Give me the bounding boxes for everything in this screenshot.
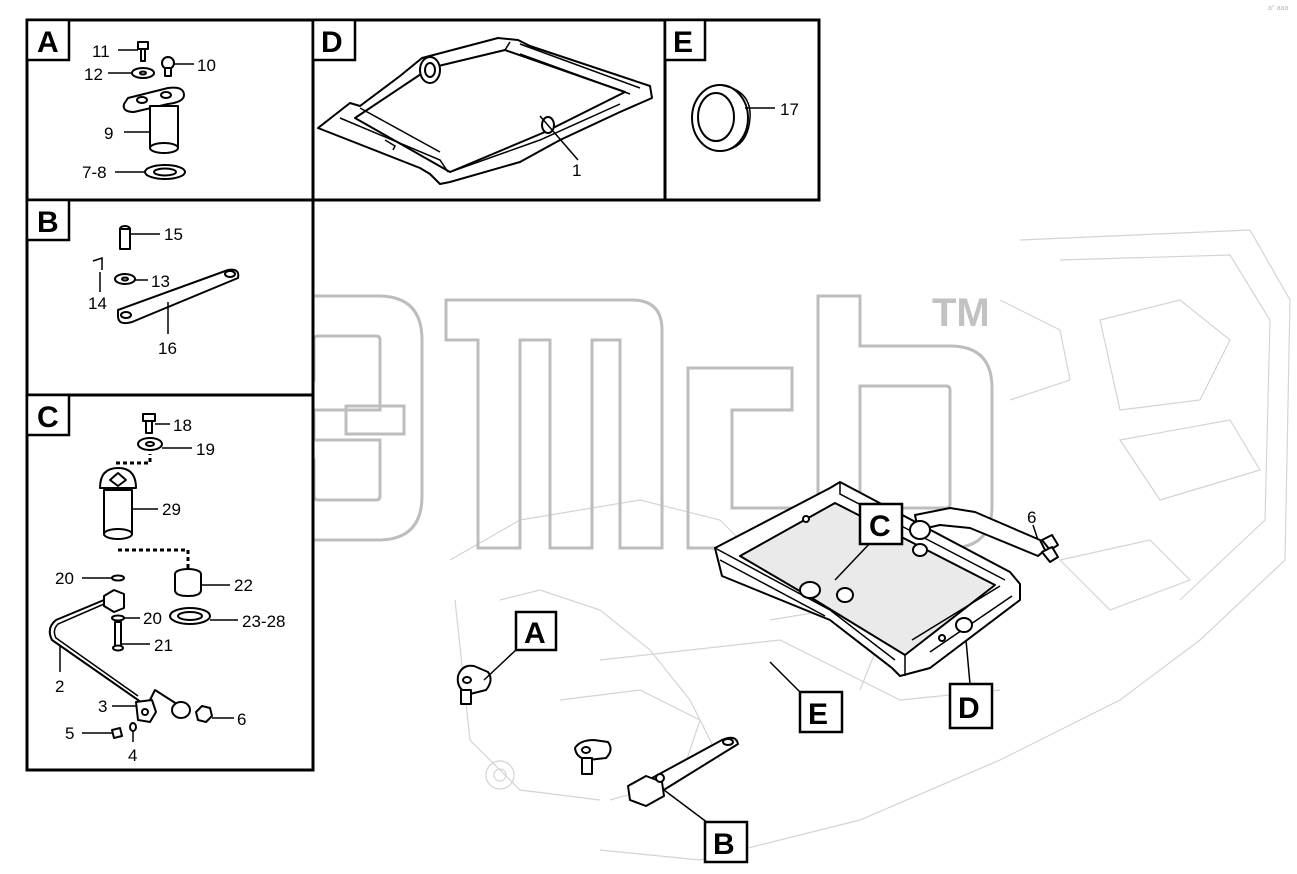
callout-15: 15: [164, 225, 183, 244]
callout-20a: 20: [55, 569, 74, 588]
panel-a: A 11 12 10 9 7-8: [25, 18, 315, 202]
panel-e: E 17: [663, 18, 821, 202]
callout-23-28: 23-28: [242, 612, 285, 631]
callout-14: 14: [88, 294, 107, 313]
main-tag-c: C: [869, 510, 891, 543]
callout-1: 1: [572, 161, 581, 180]
callout-6-main: 6: [1027, 508, 1036, 527]
callout-20b: 20: [143, 609, 162, 628]
main-tag-a: A: [524, 617, 546, 650]
callout-6-panel: 6: [237, 710, 246, 729]
callout-3: 3: [98, 697, 107, 716]
panel-d: D 1: [311, 18, 667, 202]
callout-21: 21: [154, 636, 173, 655]
callout-2: 2: [55, 677, 64, 696]
callout-29: 29: [162, 500, 181, 519]
callout-18: 18: [173, 416, 192, 435]
callout-5: 5: [65, 724, 74, 743]
callout-16: 16: [158, 339, 177, 358]
main-tag-d: D: [958, 692, 980, 725]
panel-e-tag: E: [673, 26, 693, 59]
callout-9: 9: [104, 124, 113, 143]
panel-d-tag: D: [321, 26, 343, 59]
trademark-label: TM: [932, 291, 990, 335]
panel-a-tag: A: [37, 26, 59, 59]
panel-b: B 15 14 13 16: [25, 198, 315, 397]
panel-c: C 18 19 29 20 22 23-28: [25, 393, 315, 772]
callout-17: 17: [780, 100, 799, 119]
main-tag-b: B: [713, 828, 735, 861]
callout-12: 12: [84, 65, 103, 84]
callout-4: 4: [128, 746, 137, 765]
callout-11: 11: [92, 42, 110, 61]
callout-22: 22: [234, 576, 253, 595]
main-assembly-view: 6 C A E D B: [456, 481, 1059, 864]
main-tag-e: E: [808, 698, 828, 731]
callout-13: 13: [151, 272, 170, 291]
panel-b-tag: B: [37, 206, 59, 239]
panel-c-tag: C: [37, 401, 59, 434]
callout-19: 19: [196, 440, 215, 459]
callout-7-8: 7-8: [82, 163, 107, 182]
corner-mark: a° aaa: [1268, 4, 1288, 12]
callout-10: 10: [197, 56, 216, 75]
